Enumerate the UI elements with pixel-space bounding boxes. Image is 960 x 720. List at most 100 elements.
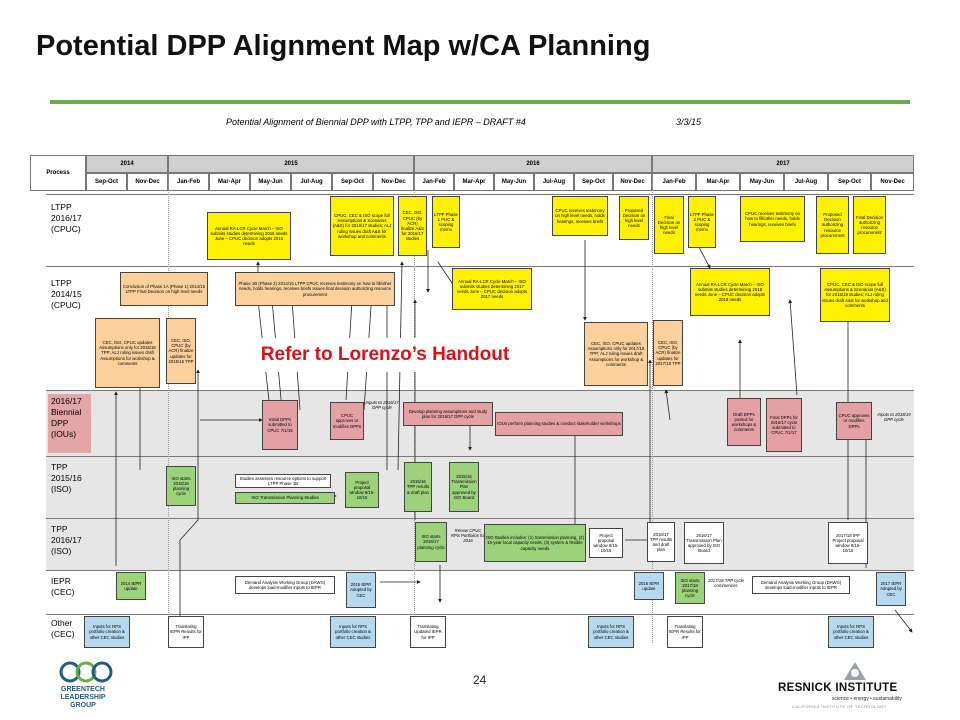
resnick-logo-subtitle: CALIFORNIA INSTITUTE OF TECHNOLOGY bbox=[792, 704, 887, 709]
lane-label-ltpp-2016-17: LTPP 2016/17 (CPUC) bbox=[51, 202, 82, 234]
box-proposal-window-2015: Project proposal window 8/15-10/15 bbox=[345, 472, 379, 508]
box-rps-inputs-1: Inputs for RPS portfolio creation & othe… bbox=[84, 616, 130, 648]
resnick-logo-tagline: science • energy • sustainability bbox=[832, 696, 902, 702]
title-rule bbox=[50, 100, 910, 104]
period-3: Jan-Feb bbox=[168, 173, 209, 191]
year-2017: 2017 bbox=[652, 155, 914, 173]
period-12: Jul-Aug bbox=[534, 173, 574, 191]
box-tpp-results-2015-16: 2015/16 TPP results & draft plan bbox=[404, 462, 432, 512]
slide-title: Potential DPP Alignment Map w/CA Plannin… bbox=[36, 30, 651, 62]
connector-arrow bbox=[664, 389, 671, 421]
box-pd-high-level: Proposed Decision on high level needs bbox=[619, 196, 649, 240]
box-develop-planning: Develop planning assumptions and study p… bbox=[403, 402, 493, 426]
period-8: Nov-Dec bbox=[373, 173, 414, 191]
box-fd-high-level: Final Decision on high level needs bbox=[654, 196, 684, 254]
lane-tpp-2016-17 bbox=[46, 518, 914, 570]
period-17: May-Jun bbox=[740, 173, 784, 191]
period-18: Jul-Aug bbox=[784, 173, 828, 191]
greentech-logo-text: GREENTECH LEADERSHIP GROUP bbox=[60, 686, 106, 709]
period-7: Sep-Oct bbox=[332, 173, 373, 191]
resnick-logo-name: RESNICK INSTITUTE bbox=[778, 682, 898, 694]
box-rps-inputs-4: Inputs for RPS portfolio creation & othe… bbox=[828, 616, 874, 648]
year-2015: 2015 bbox=[168, 155, 414, 173]
box-update-assumptions-2015-16: CEC, ISO, CPUC updates Assumptions only … bbox=[95, 318, 160, 388]
box-tpp-results-2016-17: 2016/17 TPP results and draft plan bbox=[647, 522, 675, 562]
period-20: Nov-Dec bbox=[871, 173, 914, 191]
box-ra-lcr-2018: Annual RA-LCR Cycle March – ISO submits … bbox=[690, 268, 770, 316]
lane-label-iepr: IEPR (CEC) bbox=[51, 576, 75, 597]
box-tp-approved-2015-16: 2015/16 Transmission Plan approved by IS… bbox=[449, 462, 479, 512]
lane-label-ltpp-2014-15: LTPP 2014/15 (CPUC) bbox=[51, 278, 82, 310]
lane-iepr bbox=[46, 570, 914, 614]
box-rps-inputs-2: Inputs for RPS portfolio creation & othe… bbox=[330, 616, 376, 648]
box-translate-iepr-3: Translating IEPR Results for IPP bbox=[667, 616, 703, 648]
box-iso-starts-2016-17: ISO starts 2016/17 planning cycle bbox=[415, 522, 447, 562]
box-finalize-updates-2017-18: CEC, ISO, CPUC (by ACR) finalize updates… bbox=[653, 320, 683, 386]
note-inputs-2018-19: Inputs to 2018/19 DPP cycle bbox=[877, 412, 911, 423]
box-proposal-window-2016: Project proposal window 8/15-10/15 bbox=[589, 528, 623, 558]
period-1: Sep-Oct bbox=[86, 173, 127, 191]
period-13: Sep-Oct bbox=[574, 173, 613, 191]
box-dawg-2017: Demand Analysis Working Group (DAWG) dev… bbox=[752, 576, 850, 594]
greentech-logo-icon bbox=[59, 661, 113, 683]
box-2016-iepr-update: 2016 IEPR update bbox=[634, 572, 664, 600]
lane-label-other: Other (CEC) bbox=[51, 618, 75, 639]
box-initial-dpps: Initial DPPs submitted to CPUC 7/1/15 bbox=[262, 400, 298, 450]
diagram-date: 3/3/15 bbox=[676, 117, 702, 127]
box-testimony-other-needs: CPUC receives testimony on how to fill/o… bbox=[740, 196, 805, 242]
box-2017-iepr: 2017 IEPR Adopted by CEC bbox=[876, 572, 906, 606]
box-pd-procurement: Proposed Decision authorizing resource p… bbox=[816, 196, 849, 254]
period-5: May-Jun bbox=[250, 173, 291, 191]
lane-ltpp-2014-15 bbox=[46, 266, 914, 390]
box-ltpp-phase1-phc: LTPP Phase 1 PHC & scoping memo bbox=[432, 196, 460, 248]
box-testimony-high-level: CPUC receives testimony on high level ne… bbox=[552, 196, 608, 236]
box-rps-inputs-3: Inputs for RPS portfolio creation & othe… bbox=[588, 616, 634, 648]
box-cpuc-approves-2015: CPUC approves or modifies DPPs bbox=[330, 402, 364, 440]
box-phase1b: Phase 1B (Phase 2) 2014/15 LTPP CPUC rec… bbox=[235, 272, 395, 306]
period-14: Nov-Dec bbox=[613, 173, 652, 191]
connector-arrow bbox=[179, 369, 200, 616]
box-proposal-window-2017: 2017/18 IPP Project proposal window 8/15… bbox=[828, 522, 868, 564]
box-final-dpps: Final DPPs for 2016/17 cycle submitted t… bbox=[766, 398, 802, 452]
page-number: 24 bbox=[473, 673, 487, 687]
callout-handout: Refer to Lorenzo’s Handout bbox=[229, 338, 541, 372]
year-2014: 2014 bbox=[86, 155, 168, 173]
box-tp-approved-2016-17: 2016/17 Transmission Plan approved by IS… bbox=[684, 522, 724, 564]
period-16: Mar-Apr bbox=[696, 173, 740, 191]
period-19: Sep-Oct bbox=[828, 173, 871, 191]
connector-arrow bbox=[788, 299, 798, 396]
connector-arrow bbox=[894, 609, 913, 633]
box-finalize-updates-2015-16: CEC, ISO, CPUC (by ACR) finalize updates… bbox=[166, 318, 196, 384]
box-dawg-2015: Demand Analysis Working Group (DAWG) dev… bbox=[235, 576, 335, 594]
box-iso-starts-2017-18: ISO starts 2017/18 planning cycle bbox=[675, 572, 705, 604]
box-iou-studies: IOUs perform planning studies & conduct … bbox=[495, 412, 623, 436]
period-divider bbox=[168, 175, 169, 643]
process-header: Process bbox=[30, 155, 86, 191]
box-translate-iepr-1: Translating IEPR Results for IPP bbox=[168, 616, 204, 648]
box-iso-studies-2016-17: ISO Studies includes: (1) transmission p… bbox=[484, 524, 586, 562]
period-15: Jan-Feb bbox=[652, 173, 696, 191]
lane-label-tpp-2016-17: TPP 2016/17 (ISO) bbox=[51, 524, 82, 556]
lane-ltpp-2016-17 bbox=[46, 194, 914, 266]
box-draft-dpps: Draft DPPs posted for workshops & commen… bbox=[727, 398, 761, 446]
diagram-title: Potential Alignment of Biennial DPP with… bbox=[226, 117, 526, 127]
box-scope-as-2018-19: CPUC, CEC & ISO scope full Assumptions &… bbox=[820, 268, 890, 322]
lane-label-dpp: 2016/17 Biennial DPP (IOUs) bbox=[48, 394, 91, 453]
lane-other bbox=[46, 614, 914, 650]
period-10: Mar-Apr bbox=[454, 173, 494, 191]
box-phase1a-conclusion: Conclusion of Phase 1A (Phase 1) 2014/15… bbox=[120, 272, 208, 306]
box-update-assumptions-2017-18: CEC, ISO, CPUC updates Assumptions only … bbox=[584, 322, 648, 386]
box-ra-lcr-2016: Annual RA-LCR Cycle March – ISO submits … bbox=[207, 212, 291, 260]
period-4: Mar-Apr bbox=[209, 173, 250, 191]
resnick-logo-icon bbox=[844, 662, 866, 680]
note-2017-18-tpp: 2017/18 TPP cycle commences bbox=[708, 578, 744, 589]
box-ra-lcr-2017: Annual RA-LCR Cycle March – ISO submits … bbox=[452, 268, 532, 310]
box-2014-iepr-update: 2014 IEPR update bbox=[116, 572, 146, 600]
box-iso-starts-2015-16: ISO starts 2015/16 planning cycle bbox=[166, 466, 196, 506]
period-divider bbox=[652, 175, 653, 643]
box-translate-iepr-2: Translating Updated IEPR for IPP bbox=[410, 616, 446, 648]
note-renew-rps: Renew CPUC RPS Portfolios for 2016 bbox=[450, 528, 486, 544]
box-studies-ltpp-1b: Studies assesses resource options to sup… bbox=[235, 474, 331, 488]
period-6: Jul-Aug bbox=[291, 173, 332, 191]
box-cpuc-approves-2017: CPUC approves or modifies DPPs bbox=[836, 402, 872, 440]
